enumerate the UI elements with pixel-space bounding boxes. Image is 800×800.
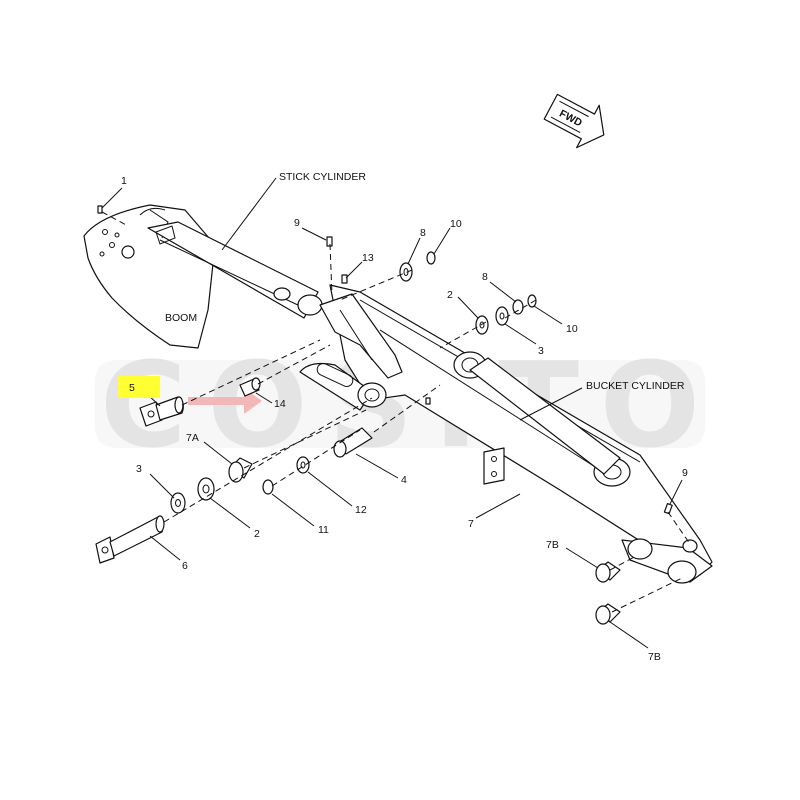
stick-cylinder — [147, 221, 323, 319]
callout-2: 2 — [447, 289, 453, 301]
part-11-ring — [262, 479, 274, 495]
part-7b-bushing — [595, 561, 621, 583]
part-10-ring — [426, 251, 436, 265]
part-9-bolt — [326, 236, 333, 247]
callout-1: 1 — [121, 175, 127, 187]
part-10-ring — [527, 294, 537, 308]
callout-6: 6 — [182, 560, 188, 572]
callout-10: 10 — [450, 218, 462, 230]
part-2-washer — [197, 477, 215, 501]
part-14-bushing — [239, 377, 261, 397]
boom-label: BOOM — [165, 312, 197, 324]
callout-10: 10 — [566, 323, 578, 335]
part-bolt — [425, 397, 431, 405]
bucket-cylinder-label: BUCKET CYLINDER — [586, 380, 685, 392]
leader-lines — [101, 177, 683, 649]
callout-9: 9 — [682, 467, 688, 479]
part-2-washer — [475, 315, 489, 335]
stick-cylinder-label: STICK CYLINDER — [279, 171, 366, 183]
part-9-bolt — [663, 502, 673, 515]
callout-14: 14 — [274, 398, 286, 410]
callout-highlight — [118, 376, 160, 398]
part-8-washer — [399, 262, 413, 282]
part-4-bushing — [333, 427, 373, 458]
callout-5-highlighted: 5 — [129, 382, 135, 394]
callout-7: 7 — [468, 518, 474, 530]
callout-12: 12 — [355, 504, 367, 516]
assembly-lines — [101, 211, 691, 613]
callout-7a: 7A — [186, 432, 199, 444]
callout-13: 13 — [362, 252, 374, 264]
callout-8: 8 — [420, 227, 426, 239]
part-1-bolt — [97, 205, 103, 214]
part-6-pin — [95, 515, 165, 564]
part-3-shim — [495, 306, 509, 326]
callout-11: 11 — [318, 524, 329, 536]
callout-3: 3 — [538, 345, 544, 357]
part-5-pin — [139, 396, 184, 427]
part-13-bolt — [341, 274, 348, 284]
part-8-washer — [512, 299, 524, 315]
forward-arrow-icon: FWD — [543, 93, 605, 149]
callout-8: 8 — [482, 271, 488, 283]
stick-arm — [299, 284, 713, 584]
callout-7b: 7B — [648, 651, 661, 663]
part-7b-bushing — [595, 603, 621, 625]
callout-2: 2 — [254, 528, 260, 540]
boom-body — [83, 204, 216, 349]
callout-7b: 7B — [546, 539, 559, 551]
callout-4: 4 — [401, 474, 407, 486]
callout-9: 9 — [294, 217, 300, 229]
callout-3: 3 — [136, 463, 142, 475]
part-12-washer — [296, 456, 310, 474]
part-3-shim — [170, 492, 186, 514]
